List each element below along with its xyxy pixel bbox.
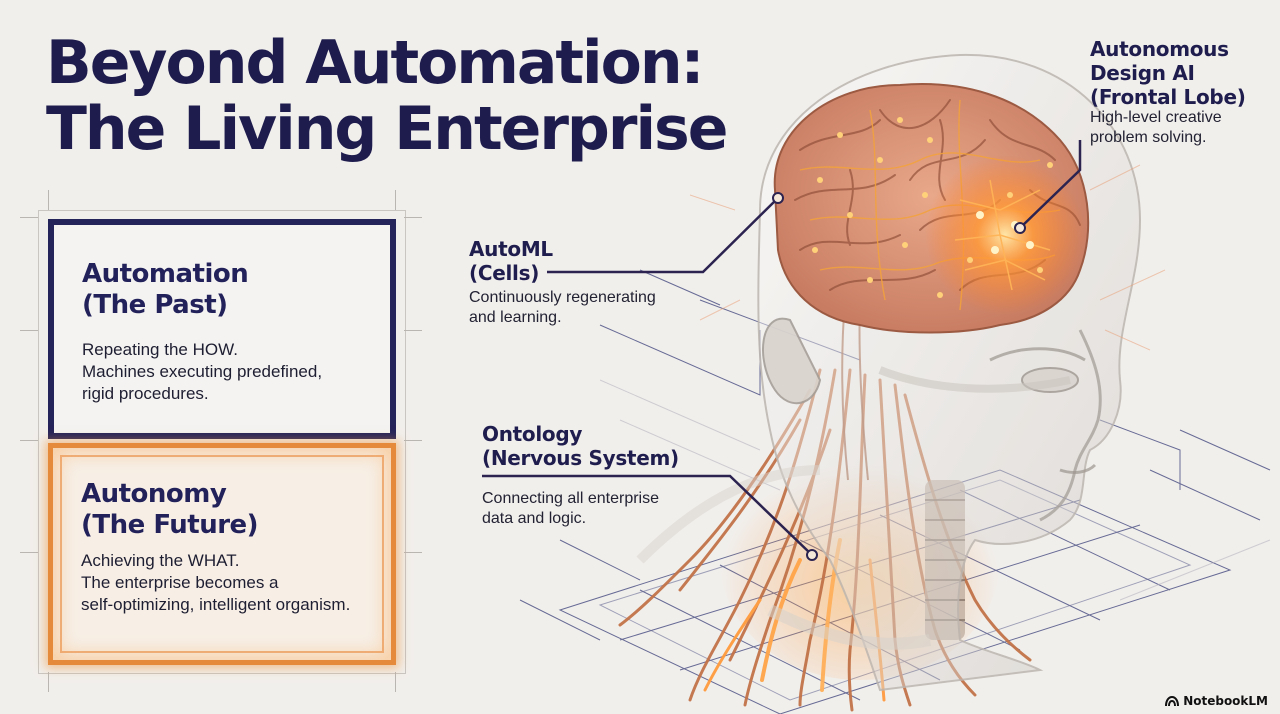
leader-line-design-ai (1019, 140, 1082, 229)
automation-past-description-line-3: rigid procedures. (82, 384, 209, 403)
page-title: Beyond Automation: The Living Enterprise (46, 28, 728, 164)
ontology-callout-description: Connecting all enterprise data and logic… (482, 489, 659, 529)
comparison-panel-frame (38, 210, 406, 674)
autonomy-future-heading-line-1: Autonomy (81, 479, 227, 509)
page-title-line-1: Beyond Automation: (46, 28, 705, 98)
leader-line-ontology (482, 474, 813, 556)
automl-callout-description: Continuously regenerating and learning. (469, 288, 656, 328)
ontology-title-line-1: Ontology (482, 422, 583, 446)
frame-tick (20, 330, 38, 331)
automation-past-description-line-1: Repeating the HOW. (82, 340, 238, 359)
leader-line-automl (547, 197, 779, 274)
design-ai-callout-title: Autonomous Design AI (Frontal Lobe) (1090, 37, 1246, 109)
brand-label: NotebookLM (1183, 694, 1268, 708)
frame-tick (20, 440, 38, 441)
design-ai-description-line-1: High-level creative (1090, 109, 1222, 126)
frame-tick (48, 672, 49, 692)
frame-tick (48, 190, 49, 210)
design-ai-title-line-3: (Frontal Lobe) (1090, 85, 1246, 109)
autonomy-future-heading: Autonomy (The Future) (81, 479, 259, 541)
automation-past-heading-line-1: Automation (82, 259, 249, 289)
notebooklm-logo-icon (1165, 695, 1180, 707)
frame-tick (404, 217, 422, 218)
frame-tick (404, 552, 422, 553)
autonomy-future-heading-line-2: (The Future) (81, 510, 259, 540)
automation-past-heading-line-2: (The Past) (82, 290, 228, 320)
frame-tick (395, 190, 396, 210)
frame-tick (20, 552, 38, 553)
autonomy-future-description-line-3: self-optimizing, intelligent organism. (81, 595, 351, 614)
frame-tick (404, 440, 422, 441)
frame-tick (20, 217, 38, 218)
frame-tick (404, 330, 422, 331)
frame-tick (395, 672, 396, 692)
ontology-title-line-2: (Nervous System) (482, 446, 679, 470)
page-title-line-2: The Living Enterprise (46, 94, 728, 164)
automl-description-line-1: Continuously regenerating (469, 289, 656, 306)
design-ai-description-line-2: problem solving. (1090, 129, 1207, 146)
autonomy-future-description-line-1: Achieving the WHAT. (81, 551, 240, 570)
ontology-callout-title: Ontology (Nervous System) (482, 422, 679, 470)
automl-callout-title: AutoML (Cells) (469, 237, 553, 285)
automation-past-heading: Automation (The Past) (82, 259, 249, 321)
autonomy-future-card: Autonomy (The Future) Achieving the WHAT… (48, 443, 396, 665)
design-ai-title-line-2: Design AI (1090, 61, 1195, 85)
automation-past-card: Automation (The Past) Repeating the HOW.… (48, 219, 396, 439)
autonomy-future-description-line-2: The enterprise becomes a (81, 573, 279, 592)
automation-past-description: Repeating the HOW. Machines executing pr… (82, 339, 376, 405)
autonomy-future-description: Achieving the WHAT. The enterprise becom… (81, 550, 377, 616)
ontology-description-line-2: data and logic. (482, 510, 587, 527)
automation-past-description-line-2: Machines executing predefined, (82, 362, 323, 381)
ontology-description-line-1: Connecting all enterprise (482, 490, 659, 507)
automl-title-line-2: (Cells) (469, 261, 540, 285)
design-ai-callout-description: High-level creative problem solving. (1090, 108, 1222, 148)
automl-title-line-1: AutoML (469, 237, 553, 261)
automl-description-line-2: and learning. (469, 309, 562, 326)
design-ai-title-line-1: Autonomous (1090, 37, 1229, 61)
notebooklm-watermark: NotebookLM (1165, 694, 1268, 708)
